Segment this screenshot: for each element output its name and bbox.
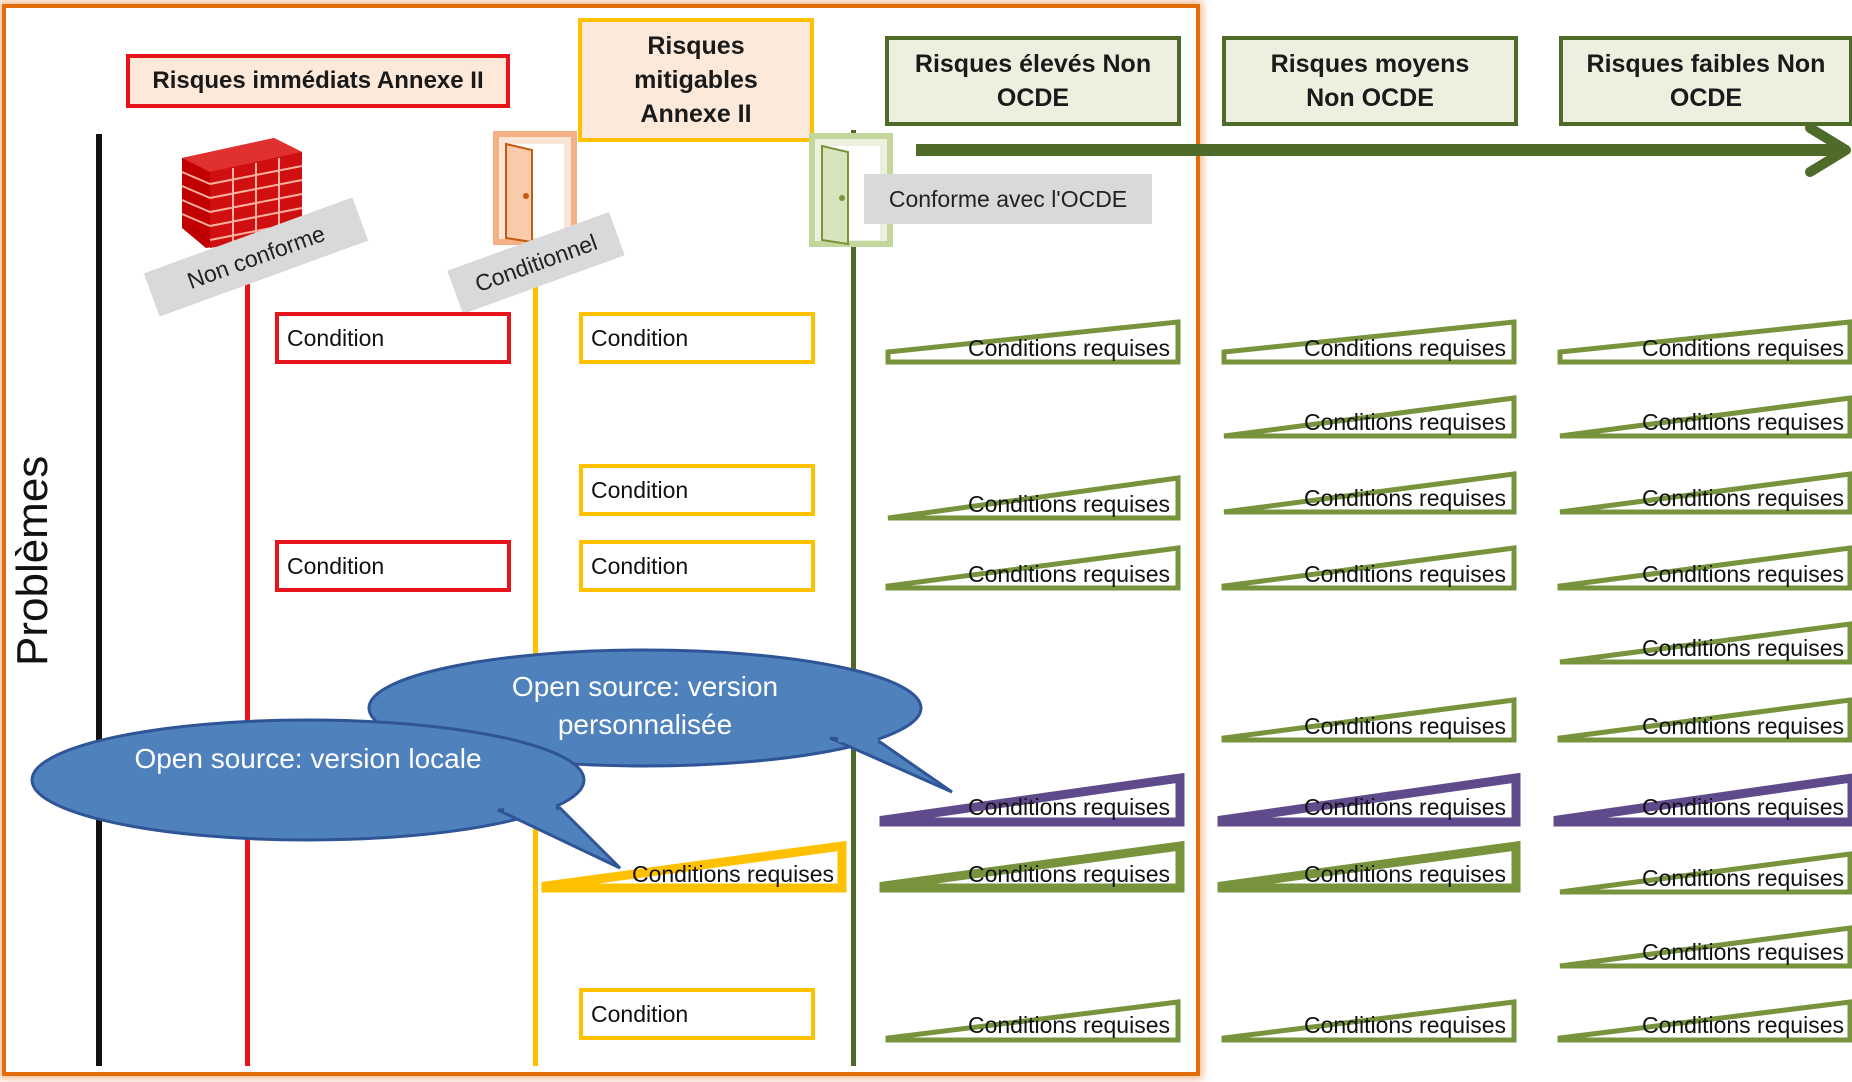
svg-text:Conditions requises: Conditions requises bbox=[1642, 635, 1844, 661]
svg-text:Conditions requises: Conditions requises bbox=[1642, 485, 1844, 511]
oecd-frame bbox=[2, 4, 1200, 1076]
wedge-requises-low-1: Conditions requises bbox=[1557, 319, 1852, 365]
brick-wall-icon bbox=[181, 138, 303, 248]
wedge-requises-low-7: Conditions requises bbox=[1553, 773, 1852, 827]
svg-text:Conditions requises: Conditions requises bbox=[1642, 794, 1844, 820]
svg-text:Conditions requises: Conditions requises bbox=[1304, 794, 1506, 820]
header-mitigable-risks: Risques mitigables Annexe II bbox=[578, 18, 814, 142]
wedge-requises-high-1: Conditions requises bbox=[885, 319, 1181, 365]
svg-text:Conditions requises: Conditions requises bbox=[1304, 861, 1506, 887]
bubble-text-personnalisee: Open source: version personnalisée bbox=[511, 671, 779, 740]
bubble-text-locale: Open source: version locale bbox=[134, 743, 482, 774]
wedge-requises-medium-6: Conditions requises bbox=[1217, 772, 1521, 827]
wedge-requises-mitigable: Conditions requises bbox=[541, 840, 847, 893]
svg-text:Conditions requises: Conditions requises bbox=[1304, 561, 1506, 587]
open-door-green-icon bbox=[809, 133, 893, 247]
svg-text:Conditions requises: Conditions requises bbox=[968, 561, 1170, 587]
wedge-requises-low-4: Conditions requises bbox=[1557, 545, 1852, 591]
wedge-requises-high-3: Conditions requises bbox=[885, 545, 1181, 591]
wedge-requises-high-4: Conditions requises bbox=[879, 772, 1185, 827]
wedge-requises-low-9: Conditions requises bbox=[1559, 925, 1852, 969]
wedge-requises-medium-4: Conditions requises bbox=[1221, 545, 1517, 591]
wedge-requises-low-6: Conditions requises bbox=[1557, 697, 1852, 743]
wedge-requises-medium-7: Conditions requises bbox=[1217, 840, 1521, 893]
svg-text:Conditions requises: Conditions requises bbox=[1642, 335, 1844, 361]
wedge-requises-low-8: Conditions requises bbox=[1559, 851, 1852, 895]
wedge-requises-medium-3: Conditions requises bbox=[1223, 471, 1517, 515]
red-condition-box: Condition bbox=[275, 540, 511, 592]
svg-text:Conditions requises: Conditions requises bbox=[1304, 335, 1506, 361]
svg-text:Conditions requises: Conditions requises bbox=[1642, 409, 1844, 435]
svg-text:Conditions requises: Conditions requises bbox=[1642, 561, 1844, 587]
red-lane-line bbox=[245, 284, 250, 1066]
wedge-requises-low-5: Conditions requises bbox=[1559, 621, 1852, 665]
svg-text:Conditions requises: Conditions requises bbox=[968, 1012, 1170, 1038]
svg-text:Conditions requises: Conditions requises bbox=[1304, 409, 1506, 435]
yellow-condition-box: Condition bbox=[579, 312, 815, 364]
wedge-requises-high-2: Conditions requises bbox=[887, 475, 1181, 521]
red-condition-box: Condition bbox=[275, 312, 511, 364]
svg-text:Conditions requises: Conditions requises bbox=[1642, 939, 1844, 965]
svg-text:Conditions requises: Conditions requises bbox=[968, 491, 1170, 517]
wedge-requises-low-2: Conditions requises bbox=[1559, 395, 1852, 439]
header-medium-risks: Risques moyens Non OCDE bbox=[1222, 36, 1518, 126]
wedge-requises-high-6: Conditions requises bbox=[885, 999, 1181, 1043]
wedge-requises-high-5: Conditions requises bbox=[879, 840, 1185, 893]
open-door-icon bbox=[493, 131, 577, 245]
svg-text:Conditions requises: Conditions requises bbox=[1642, 713, 1844, 739]
svg-text:Conditions requises: Conditions requises bbox=[1642, 865, 1844, 891]
wedge-requises-medium-8: Conditions requises bbox=[1221, 999, 1517, 1043]
svg-text:Conditions requises: Conditions requises bbox=[968, 335, 1170, 361]
yellow-condition-box: Condition bbox=[579, 464, 815, 516]
svg-text:Conditions requises: Conditions requises bbox=[1304, 713, 1506, 739]
wedge-requises-low-10: Conditions requises bbox=[1557, 999, 1852, 1043]
svg-text:Conditions requises: Conditions requises bbox=[968, 794, 1170, 820]
progress-arrow bbox=[916, 124, 1851, 177]
speech-bubble-locale bbox=[30, 718, 622, 870]
yellow-condition-box: Condition bbox=[579, 988, 815, 1040]
header-low-risks: Risques faibles Non OCDE bbox=[1559, 36, 1852, 126]
svg-text:Conditions requises: Conditions requises bbox=[1304, 1012, 1506, 1038]
svg-text:Conditions requises: Conditions requises bbox=[632, 861, 834, 887]
wedge-requises-medium-5: Conditions requises bbox=[1221, 697, 1517, 743]
green-lane-line bbox=[851, 130, 856, 1066]
problems-axis-line bbox=[96, 134, 102, 1066]
svg-text:Conditions requises: Conditions requises bbox=[1304, 485, 1506, 511]
wedge-requises-low-3: Conditions requises bbox=[1559, 471, 1852, 515]
svg-text:Conditions requises: Conditions requises bbox=[968, 861, 1170, 887]
svg-text:Conditions requises: Conditions requises bbox=[1642, 1012, 1844, 1038]
wedge-requises-medium-2: Conditions requises bbox=[1223, 395, 1517, 439]
header-immediate-risks: Risques immédiats Annexe II bbox=[126, 54, 510, 108]
header-high-risks: Risques élevés Non OCDE bbox=[885, 36, 1181, 126]
yellow-condition-box: Condition bbox=[579, 540, 815, 592]
tag-conforme-ocde: Conforme avec l'OCDE bbox=[864, 174, 1152, 224]
wedge-requises-medium-1: Conditions requises bbox=[1221, 319, 1517, 365]
